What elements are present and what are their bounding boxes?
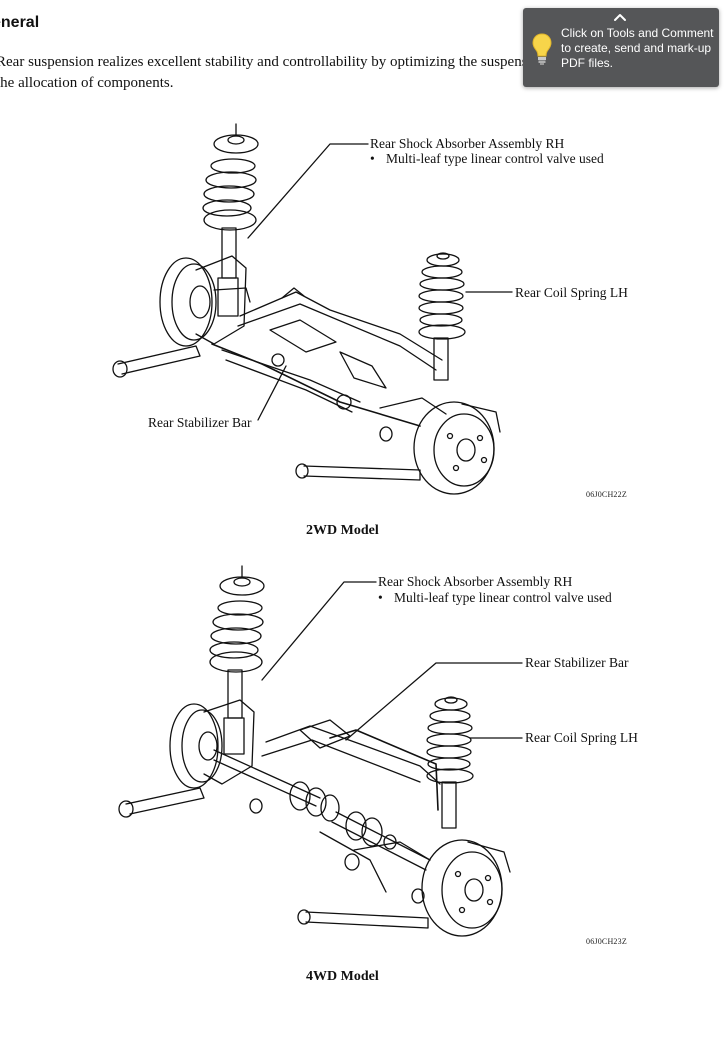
intro-paragraph: Rear suspension realizes excellent stabi… — [0, 52, 725, 94]
rear-suspension-4wd-diagram — [118, 565, 523, 937]
shock-absorber-bullet-4wd: Multi-leaf type linear control valve use… — [378, 590, 612, 606]
left-coil-spring-strut-4wd — [209, 565, 265, 755]
right-hub-disc-2wd — [413, 401, 501, 495]
figure-code-2wd: 06J0CH22Z — [586, 490, 627, 499]
coil-spring-label-4wd: Rear Coil Spring LH — [525, 730, 638, 745]
stabilizer-bar-label-2wd: Rear Stabilizer Bar — [148, 415, 252, 430]
left-hub-disc-4wd — [169, 699, 255, 789]
stabilizer-bar-2wd — [211, 343, 421, 427]
leader-shock-2wd — [247, 143, 369, 239]
left-lower-arm-2wd — [112, 345, 201, 378]
lightbulb-icon — [532, 33, 552, 65]
leader-stabilizer-2wd — [257, 365, 287, 421]
stabilizer-bar-4wd — [329, 729, 439, 811]
leader-shock-4wd — [261, 581, 377, 681]
drive-shaft-4wd — [213, 749, 431, 871]
chevron-up-icon[interactable] — [612, 12, 628, 22]
suspension-member-2wd — [221, 287, 447, 442]
caption-4wd-model: 4WD Model — [306, 969, 379, 984]
tooltip-text: Click on Tools and Comment to create, se… — [561, 26, 714, 70]
shock-absorber-bullet-2wd: Multi-leaf type linear control valve use… — [370, 151, 604, 167]
left-lower-arm-4wd — [118, 787, 263, 818]
rear-suspension-2wd-diagram — [112, 123, 513, 495]
tools-comment-tooltip[interactable]: Click on Tools and Comment to create, se… — [523, 8, 719, 87]
stabilizer-bar-label-4wd: Rear Stabilizer Bar — [525, 655, 629, 670]
right-lower-arm-2wd — [295, 463, 421, 481]
intro-line-2: the allocation of components. — [0, 75, 174, 91]
leader-stabilizer-4wd — [345, 662, 523, 741]
right-coil-spring-strut-2wd — [418, 252, 466, 381]
shock-absorber-label-4wd: Rear Shock Absorber Assembly RH — [378, 574, 573, 589]
shock-absorber-label-2wd: Rear Shock Absorber Assembly RH — [370, 136, 565, 151]
right-hub-disc-4wd — [421, 839, 511, 937]
figure-code-4wd: 06J0CH23Z — [586, 937, 627, 946]
coil-spring-label-2wd: Rear Coil Spring LH — [515, 285, 628, 300]
left-coil-spring-strut-2wd — [202, 123, 259, 317]
right-lower-arm-4wd — [297, 909, 429, 929]
differential-member-4wd — [261, 719, 441, 904]
caption-2wd-model: 2WD Model — [306, 523, 379, 538]
section-heading: eneral — [0, 14, 40, 31]
intro-line-1: Rear suspension realizes excellent stabi… — [0, 54, 573, 70]
left-hub-disc-2wd — [159, 255, 251, 347]
right-coil-spring-strut-4wd — [426, 696, 474, 829]
